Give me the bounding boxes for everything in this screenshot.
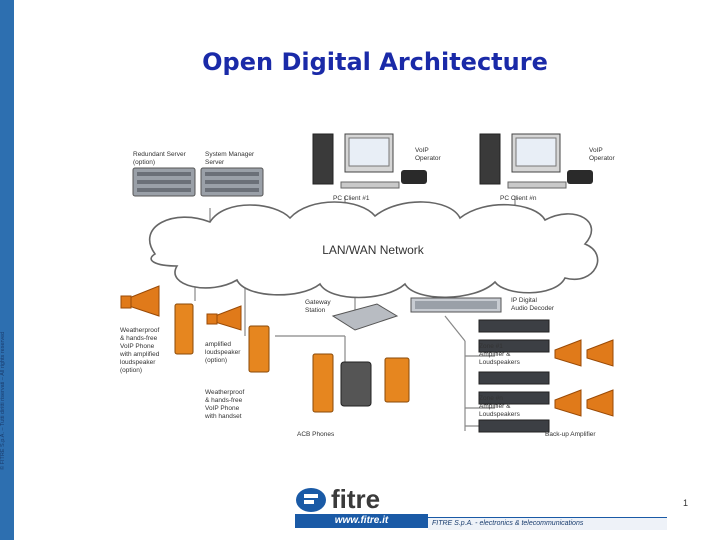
page-number: 1: [683, 498, 688, 508]
acb-phones-label: ACB Phones: [297, 431, 335, 438]
network-label: LAN/WAN Network: [322, 243, 425, 257]
pc-client-1-icon: [313, 134, 427, 188]
logo-text: fitre: [331, 486, 380, 514]
title-area: Open Digital Architecture: [30, 0, 720, 118]
system-manager-label: System Manager Server: [205, 151, 256, 166]
pc-client-n-label: PC Client #n: [500, 195, 537, 202]
redundant-server-label: Redundant Server (option): [133, 151, 188, 166]
zone-speaker-icons: [555, 340, 613, 416]
lan-wan-cloud: LAN/WAN Network: [150, 202, 598, 298]
footer-url: www.fitre.it: [295, 514, 428, 528]
copyright-note: © FITRE S.p.A. – Tutti diritti riservati…: [0, 220, 6, 470]
redundant-server-icon: [133, 168, 195, 196]
weatherproof-handset-label: Weatherproof & hands-free VoIP Phone wit…: [204, 389, 246, 420]
pc-client-n-icon: [480, 134, 593, 188]
slide-title: Open Digital Architecture: [30, 48, 720, 76]
architecture-diagram: LAN/WAN Network Redundant Server (option…: [115, 126, 670, 446]
ip-decoder-label: IP Digital Audio Decoder: [511, 297, 555, 312]
pc-client-1-label: PC Client #1: [333, 195, 370, 202]
fitre-logo: fitre: [295, 486, 430, 514]
ip-decoder-icon: [411, 298, 501, 312]
gateway-label: Gateway Station: [305, 299, 332, 314]
system-manager-icon: [201, 168, 263, 196]
amplified-speaker-label: amplified loudspeaker (option): [205, 341, 242, 364]
backup-amp-label: Back-up Amplifier: [545, 431, 596, 438]
footer-tagline: FITRE S.p.A. - electronics & telecommuni…: [428, 517, 667, 530]
gateway-station-icon: [333, 304, 397, 330]
voip-operator-2-label: VoIP Operator: [589, 147, 615, 162]
weatherproof-amp-label: Weatherproof & hands-free VoIP Phone wit…: [119, 327, 161, 374]
voip-operator-1-label: VoIP Operator: [415, 147, 441, 162]
gray-phone-icons: [341, 362, 371, 406]
